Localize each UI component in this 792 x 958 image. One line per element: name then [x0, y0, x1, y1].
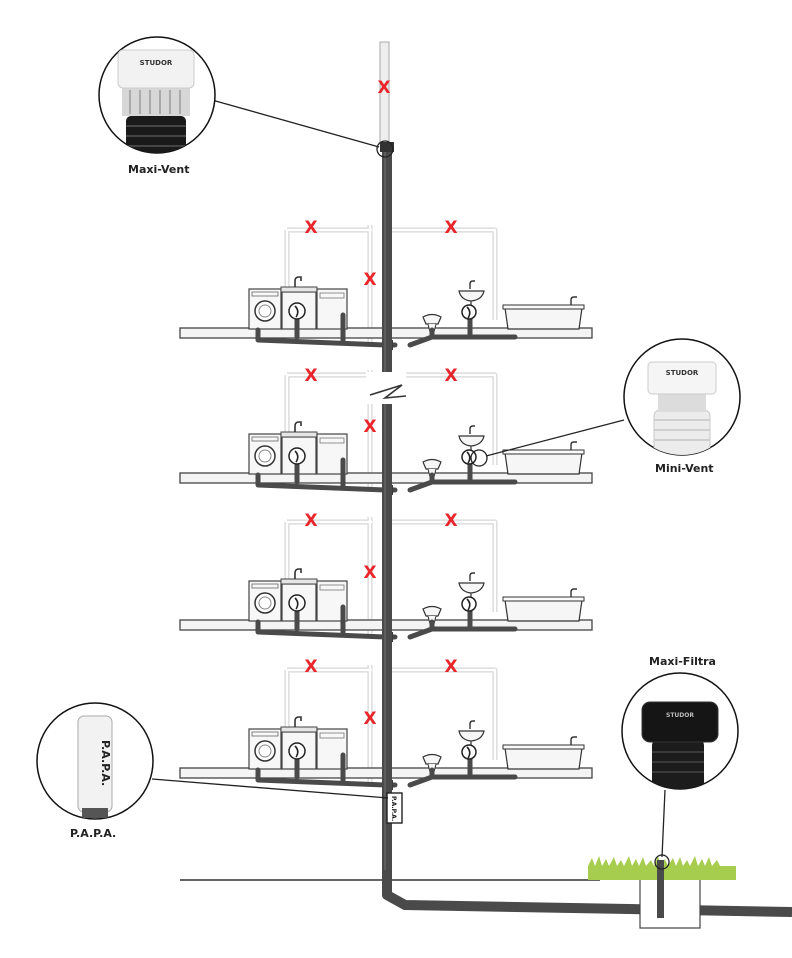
- studor-logo-text: STUDOR: [666, 712, 694, 719]
- mini-vent-product: STUDOR: [623, 338, 741, 456]
- blocked-mark: X: [304, 511, 317, 531]
- studor-logo-text: STUDOR: [666, 369, 699, 377]
- blocked-mark: X: [304, 218, 317, 238]
- blocked-mark: X: [363, 417, 376, 437]
- blocked-mark: X: [363, 709, 376, 729]
- blocked-mark: X: [377, 78, 390, 98]
- blocked-mark: X: [444, 218, 457, 238]
- mini-vent-label: Mini-Vent: [655, 462, 714, 475]
- papa-body-text: P.A.P.A.: [99, 740, 112, 786]
- papa-product: P.A.P.A.: [36, 702, 154, 820]
- blocked-mark: X: [304, 657, 317, 677]
- blocked-mark: X: [304, 366, 317, 386]
- maxi-vent-label: Maxi-Vent: [128, 163, 190, 176]
- manhole: [588, 856, 736, 929]
- blocked-mark: X: [363, 270, 376, 290]
- main-stack: [366, 142, 792, 917]
- blocked-mark: X: [444, 511, 457, 531]
- papa-label: P.A.P.A.: [70, 827, 117, 840]
- blocked-mark: X: [444, 657, 457, 677]
- blocked-vent-marks: X X X X X X X X X X X X X: [304, 78, 457, 729]
- blocked-mark: X: [444, 366, 457, 386]
- studor-logo-text: STUDOR: [140, 59, 173, 67]
- maxi-filtra-product: STUDOR: [621, 672, 739, 790]
- maxi-vent-product: STUDOR: [98, 36, 216, 154]
- maxi-filtra-label: Maxi-Filtra: [649, 655, 716, 668]
- leader-lines: [151, 99, 670, 870]
- blocked-mark: X: [363, 563, 376, 583]
- papa-box-text: P.A.P.A.: [390, 796, 397, 821]
